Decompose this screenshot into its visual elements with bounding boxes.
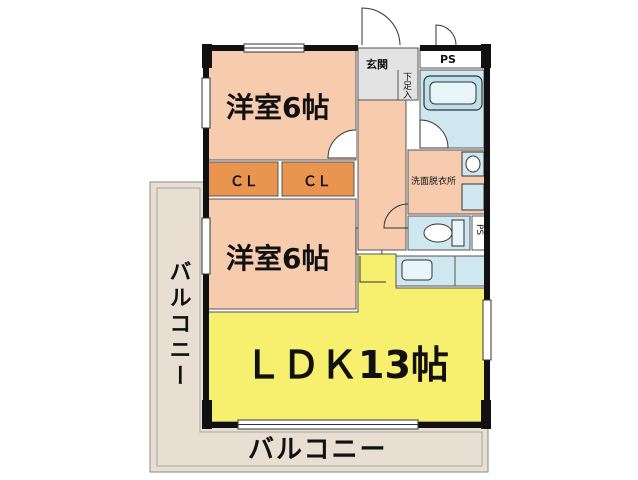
washing-machine-space [461, 183, 485, 211]
ps-side-label: PS [474, 224, 484, 235]
hallway [357, 99, 407, 251]
front-door-swing [361, 7, 401, 46]
western-room-top [207, 49, 357, 161]
closet-right [281, 161, 355, 197]
shoe-box-label: 下足入 [401, 72, 412, 99]
closet-left-label: ＣＬ [230, 174, 258, 190]
ps-door-swing [435, 24, 457, 46]
balcony-bottom-label: バルコニー [248, 435, 387, 465]
entrance-label: 玄関 [366, 57, 388, 71]
balcony-left-label: バルコニー [166, 260, 191, 390]
western-room-bottom-label: 洋室6帖 [226, 242, 329, 275]
toilet-icon [423, 223, 453, 243]
washroom-label: 洗面脱衣所 [411, 175, 456, 187]
kitchen-sink [401, 259, 433, 281]
door-swing-top-room [327, 129, 357, 159]
closet-left [207, 161, 279, 197]
closet-right-label: ＣＬ [303, 174, 331, 190]
ldk-label: ＬＤＫ13帖 [244, 343, 449, 387]
western-room-top-label: 洋室6帖 [226, 91, 329, 124]
ps-top-label: PS [440, 53, 456, 66]
entrance [357, 47, 419, 101]
